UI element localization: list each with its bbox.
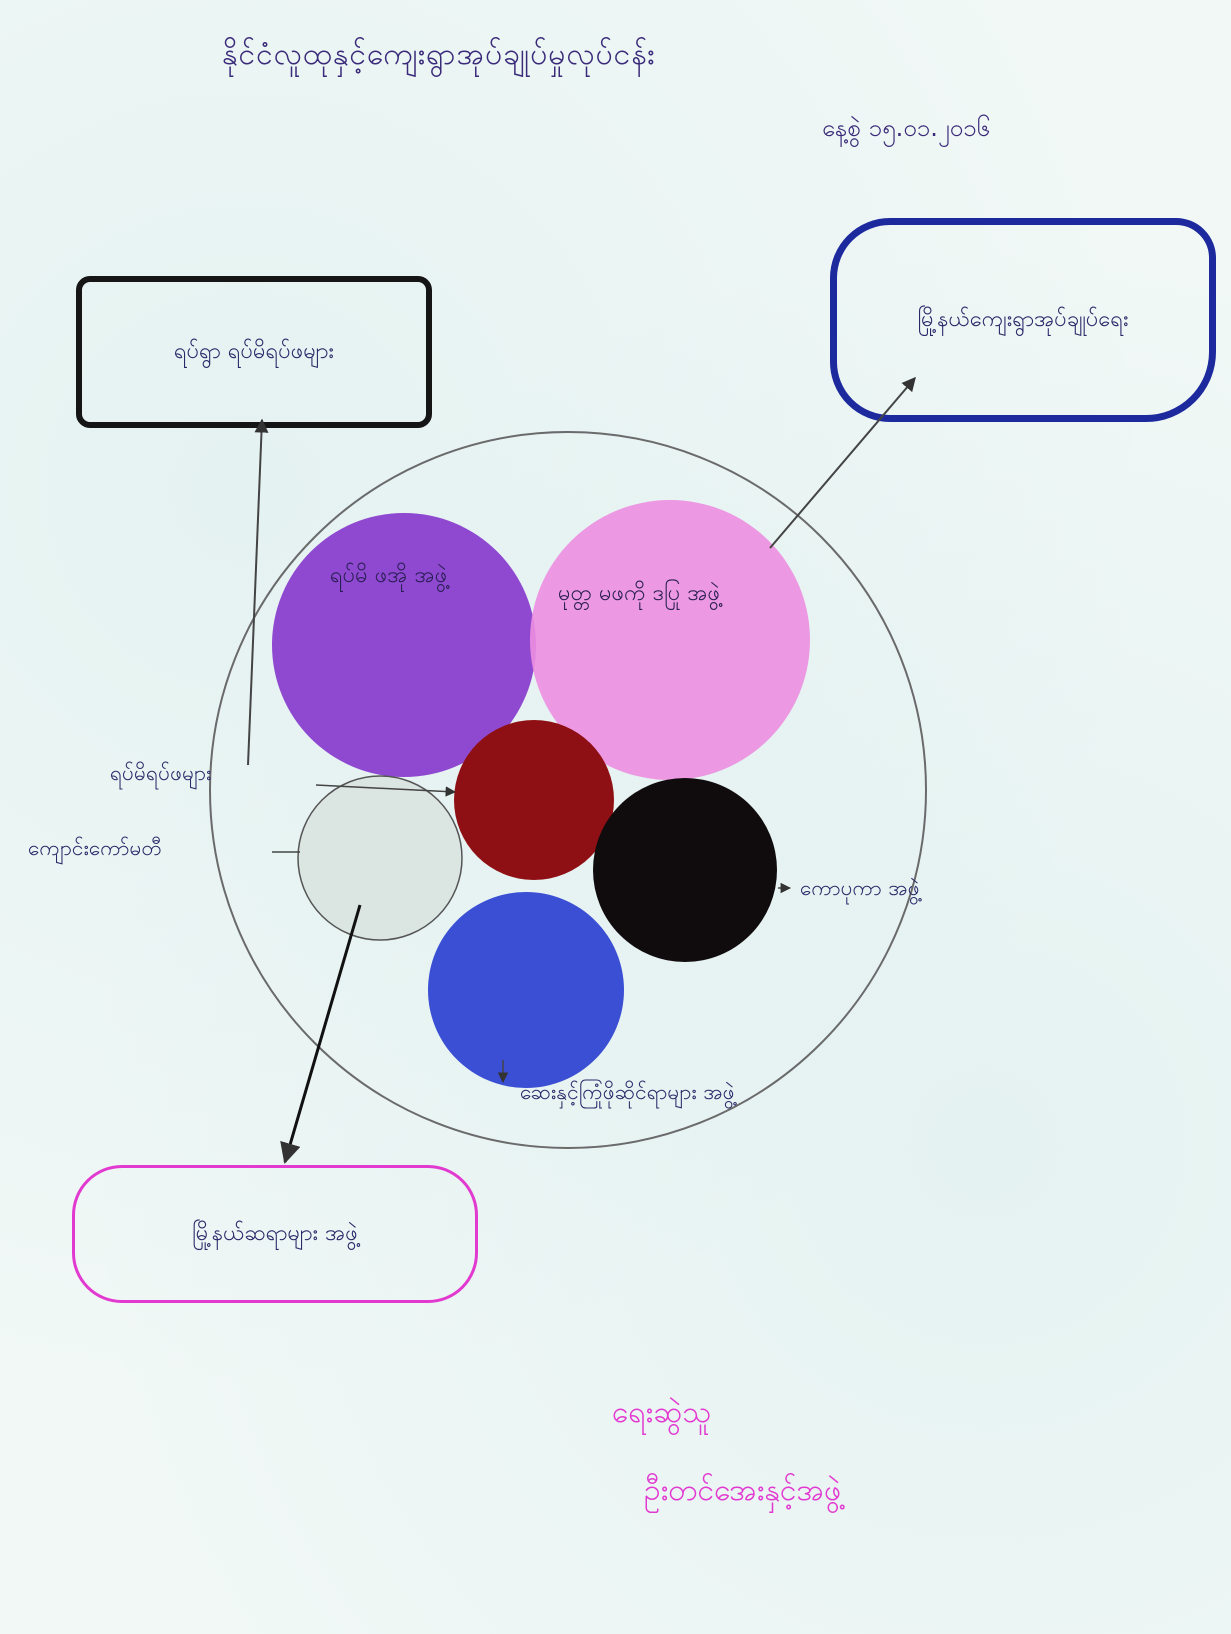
date-label: နေ့စွဲ ၁၅.၀၁.၂၀၁၆ — [822, 114, 991, 142]
elders-box: ရပ်ရွာ ရပ်မိရပ်ဖများ — [76, 276, 432, 428]
red-circle — [454, 720, 614, 880]
page-title: နိုင်ငံလူထုနှင့်ကျေးရွာအုပ်ချုပ်မှုလုပ်င… — [222, 37, 656, 72]
author-name: ဦးတင်အေးနှင့်အဖွဲ့ — [644, 1473, 842, 1508]
outer-circle — [209, 431, 927, 1149]
arrow-elders-to-red — [315, 784, 457, 797]
monastery-committee-label: ကျောင်းကော်မတီ — [28, 836, 162, 860]
elders-label: ရပ်မိရပ်ဖများ — [110, 761, 212, 785]
author-label: ရေးဆွဲသူ — [612, 1395, 712, 1430]
arrow-to-elders-box — [247, 418, 269, 766]
white-circle — [297, 775, 463, 941]
elders-box-label: ရပ်ရွာ ရပ်မိရပ်ဖများ — [173, 338, 335, 364]
purple-circle — [272, 513, 536, 777]
pink-circle-label: မုတ္တ မဖကို ဒပြု အဖွဲ့ — [558, 579, 723, 611]
blue-circle — [428, 892, 624, 1088]
township-teachers-box: မြို့နယ်ဆရာများ အဖွဲ့ — [72, 1165, 478, 1303]
bottom-group-label: ဆေးနှင့်ကြုံဖိုဆိုင်ရာများ အဖွဲ့ — [520, 1080, 735, 1104]
right-group-label: ကောပုကာ အဖွဲ့ — [800, 876, 920, 900]
purple-circle-label: ရပ်မိ ဖအို အဖွဲ့ — [330, 562, 450, 593]
black-circle — [593, 778, 777, 962]
arrow-to-teachers-box — [280, 904, 362, 1165]
pink-circle — [530, 500, 810, 780]
township-admin-box: မြို့နယ်ကျေးရွာအုပ်ချုပ်ရေး — [830, 218, 1216, 422]
township-admin-box-label: မြို့နယ်ကျေးရွာအုပ်ချုပ်ရေး — [917, 306, 1129, 332]
township-teachers-box-label: မြို့နယ်ဆရာများ အဖွဲ့ — [192, 1220, 358, 1246]
arrow-to-township-box — [769, 376, 916, 549]
